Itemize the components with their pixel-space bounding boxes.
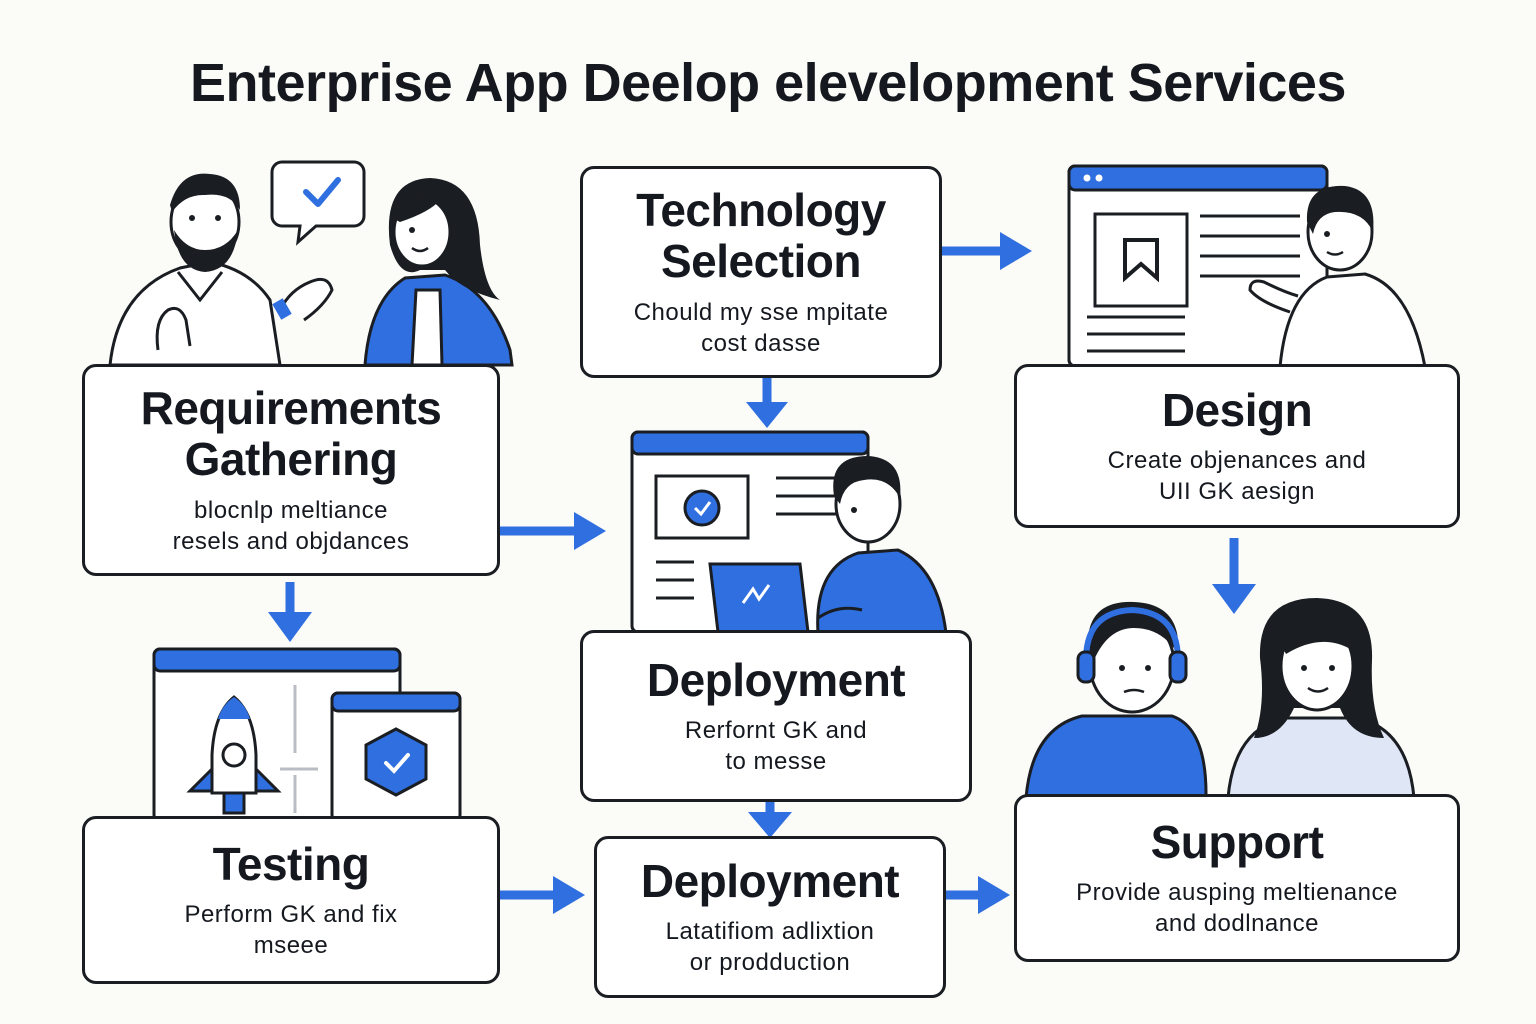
page-title: Enterprise App Deelop elevelopment Servi… [190, 53, 1346, 113]
arrow-design-to-support [1212, 538, 1256, 614]
two-people-discussing-icon [108, 160, 514, 367]
step-description: blocnlp meltiance resels and objdances [172, 496, 410, 555]
step-description: Perform GK and fix mseee [184, 901, 398, 959]
step-description: Provide ausping meltienance and dodlnanc… [1076, 879, 1398, 937]
step-title: Support [1150, 815, 1324, 868]
step-title-line: Technology [636, 183, 886, 236]
step-title: Technology Selection [636, 183, 886, 288]
step-title: Design [1161, 383, 1313, 436]
step-testing: Testing Perform GK and fix mseee [82, 816, 500, 984]
person-presenting-wireframe-icon [1067, 164, 1427, 369]
step-title: Testing [212, 837, 370, 890]
rocket-and-shield-windows-icon [152, 647, 462, 823]
step-description: Latatifiom adlixtion or prodduction [665, 918, 875, 976]
step-design: Design Create objenances and UII GK aesi… [1014, 364, 1460, 528]
step-title: Deployment [646, 653, 906, 706]
step-title-line: Gathering [184, 433, 398, 486]
arrow-deployment-to-deployment [748, 800, 792, 838]
step-deployment-middle: Deployment Rerfornt GK and to messe [580, 630, 972, 802]
arrow-testing-to-deployment [499, 876, 585, 914]
step-description: Create objenances and UII GK aesign [1107, 447, 1367, 505]
arrow-technology-to-deployment [746, 378, 788, 428]
step-description: Rerfornt GK and to messe [684, 717, 868, 775]
developer-at-laptop-icon [630, 430, 948, 635]
step-description: Chould my sse mpitate cost dasse [633, 298, 889, 357]
step-title-line: Requirements [140, 381, 442, 434]
step-deployment-bottom: Deployment Latatifiom adlixtion or prodd… [594, 836, 946, 998]
support-agents-headset-icon [1024, 598, 1416, 800]
step-title: Requirements Gathering [140, 381, 442, 486]
step-title-line: Selection [660, 235, 862, 288]
step-title: Deployment [640, 854, 900, 907]
arrow-requirements-to-deployment [500, 512, 606, 550]
arrow-deployment-to-support [946, 876, 1010, 914]
step-requirements-gathering: Requirements Gathering blocnlp meltiance… [82, 364, 500, 576]
arrow-requirements-to-testing [268, 582, 312, 642]
step-technology-selection: Technology Selection Chould my sse mpita… [580, 166, 942, 378]
step-support: Support Provide ausping meltienance and … [1014, 794, 1460, 962]
arrow-technology-to-design [942, 232, 1032, 270]
